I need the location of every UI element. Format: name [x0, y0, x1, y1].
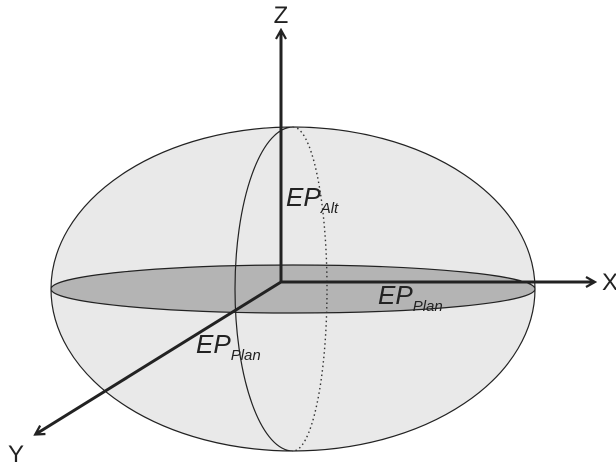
ep-plan-left-label: EPPlan — [196, 329, 261, 364]
z-axis-label: Z — [274, 2, 289, 29]
vertical-section-front — [234, 126, 294, 452]
x-axis-label: X — [602, 269, 616, 296]
ep-alt-label: EPAlt — [286, 182, 339, 217]
plan-plane — [50, 264, 536, 314]
y-axis-label: Y — [8, 441, 24, 464]
ep-plan-right-label: EPPlan — [378, 280, 443, 315]
y-axis — [36, 280, 282, 434]
vertical-section-back — [292, 126, 328, 452]
